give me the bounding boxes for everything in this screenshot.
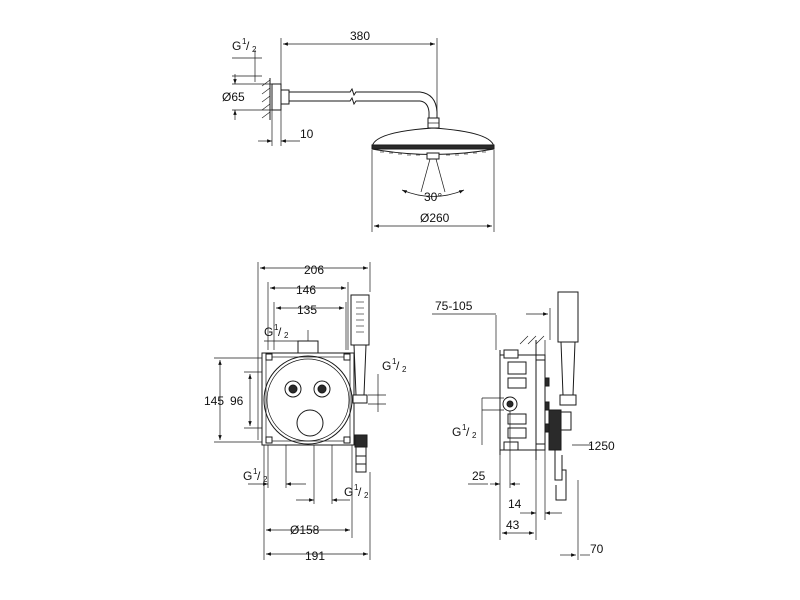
- svg-text:/: /: [358, 485, 362, 499]
- overall-width-label: 191: [305, 549, 325, 563]
- depth-70-label: 70: [590, 542, 604, 556]
- outlet-spacing-label: 135: [297, 303, 317, 317]
- thread-label-inlet: G 1 / 2: [264, 323, 289, 340]
- head-diameter-label: Ø260: [420, 211, 450, 225]
- svg-text:/: /: [246, 39, 250, 53]
- svg-text:G: G: [264, 325, 273, 339]
- mounting-plate: [261, 352, 355, 446]
- thread-label-top: G 1 / 2: [232, 37, 257, 54]
- thread-label-outlet: G 1 / 2: [382, 357, 407, 374]
- spray-angle-label: 30°: [424, 190, 442, 204]
- cover-diameter-label: Ø158: [290, 523, 320, 537]
- svg-text:/: /: [466, 425, 470, 439]
- svg-text:2: 2: [364, 491, 369, 500]
- mixer-side-view: 75-105 G 1 / 2 25 14 43 70 1250: [432, 291, 615, 560]
- install-depth-label: 75-105: [435, 299, 473, 313]
- arm-length-label: 380: [350, 29, 370, 43]
- svg-text:G: G: [243, 469, 252, 483]
- svg-text:1: 1: [274, 323, 279, 332]
- wall-offset-label: 10: [300, 127, 314, 141]
- svg-text:1: 1: [392, 357, 397, 366]
- hose-length-label: 1250: [588, 439, 615, 453]
- thermostat-knob: [296, 409, 324, 437]
- plate-height-label: 145: [204, 394, 224, 408]
- plate-width-label: 206: [304, 263, 324, 277]
- svg-text:2: 2: [284, 331, 289, 340]
- svg-text:2: 2: [402, 365, 407, 374]
- svg-text:G: G: [382, 359, 391, 373]
- thread-label-bottom-left: G 1 / 2: [243, 467, 268, 484]
- svg-text:2: 2: [472, 431, 477, 440]
- svg-text:2: 2: [252, 45, 257, 54]
- round-cover: [263, 355, 353, 445]
- depth-43-label: 43: [506, 518, 520, 532]
- svg-text:G: G: [452, 425, 461, 439]
- shower-head: [371, 127, 495, 149]
- inner-width-label: 146: [296, 283, 316, 297]
- svg-text:/: /: [278, 325, 282, 339]
- wall-hatching: [261, 78, 271, 120]
- svg-text:G: G: [344, 485, 353, 499]
- svg-text:1: 1: [354, 483, 359, 492]
- button-left: [284, 380, 302, 398]
- svg-text:G: G: [232, 39, 241, 53]
- hose: [555, 469, 567, 501]
- mixer-front-view: 206 146 135 G 1 / 2 G 1 / 2 145: [204, 262, 407, 563]
- svg-text:/: /: [257, 469, 261, 483]
- flange-diameter-label: Ø65: [222, 90, 245, 104]
- svg-text:1: 1: [462, 423, 467, 432]
- button-right: [313, 380, 331, 398]
- svg-text:1: 1: [242, 37, 247, 46]
- inner-height-label: 96: [230, 394, 244, 408]
- depth-25-label: 25: [472, 469, 486, 483]
- svg-text:1: 1: [253, 467, 258, 476]
- wall-flange: [271, 83, 282, 111]
- depth-14-label: 14: [508, 497, 522, 511]
- shower-head-view: 30° Ø260 380 G 1 / 2 Ø65 10: [222, 29, 495, 232]
- thread-label-bottom-right: G 1 / 2: [344, 483, 369, 500]
- shower-arm: [289, 87, 438, 118]
- thread-label-side: G 1 / 2: [452, 423, 477, 440]
- svg-text:/: /: [396, 359, 400, 373]
- svg-text:2: 2: [263, 475, 268, 484]
- hand-shower-side: [557, 291, 579, 343]
